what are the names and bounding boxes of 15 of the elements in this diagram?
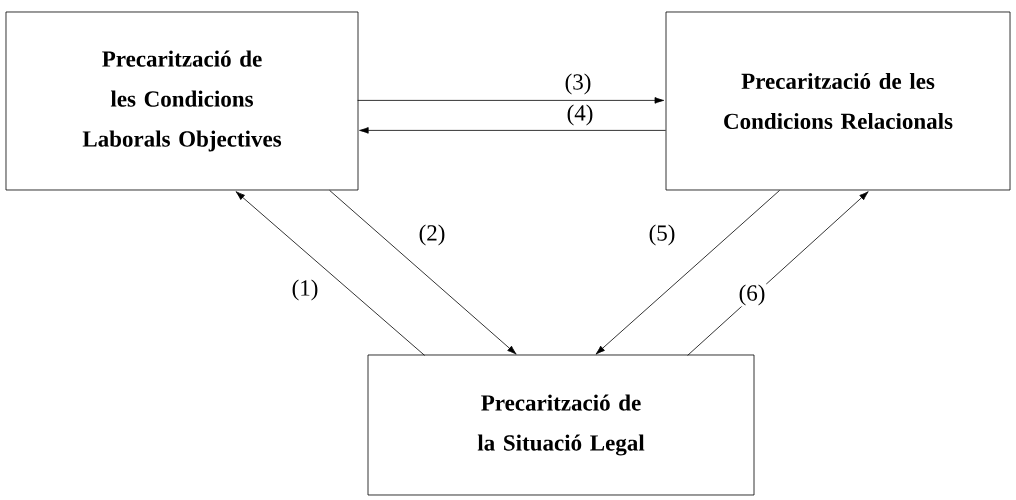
edge-label: (4) (565, 103, 595, 127)
edge-label: (6) (737, 283, 767, 307)
edge-label: (2) (417, 223, 447, 247)
edge-label: (3) (563, 72, 593, 96)
process-box: Precarització de les Condicions Laborals Objectives (5, 11, 359, 191)
process-box: Precarització de la Situació Legal (367, 354, 755, 496)
arrow (235, 191, 425, 356)
edge-label: (5) (647, 223, 677, 247)
process-box: Precarització de les Condicions Relacionals (665, 11, 1011, 191)
arrow (357, 97, 665, 104)
arrow (329, 190, 517, 355)
arrow (687, 191, 869, 356)
edge-label: (1) (290, 278, 320, 302)
arrow (359, 127, 666, 134)
arrow (595, 190, 780, 355)
